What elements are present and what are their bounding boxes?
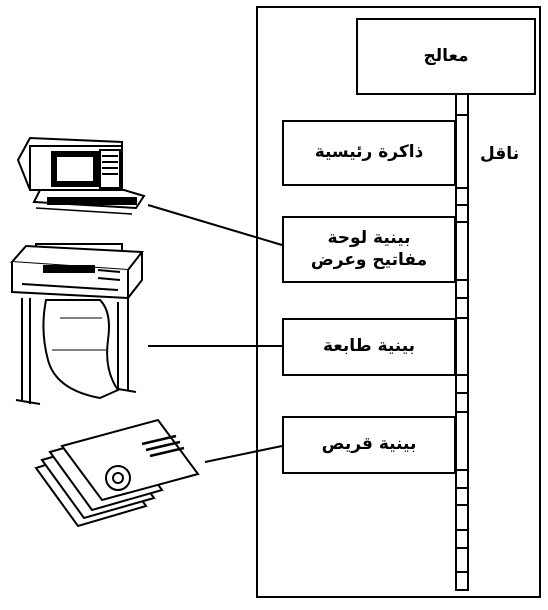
- bus-label: ناقل: [480, 144, 520, 164]
- computer-system-frame: [256, 6, 541, 598]
- keyboard-display-interface-line-1: بينية لوحة: [327, 228, 411, 249]
- device-connection-lines: [147, 204, 283, 463]
- printer-icon: [9, 243, 144, 405]
- printer-interface-label: بينية طابعة: [322, 336, 416, 357]
- disk-interface-box: بينية قريص: [282, 416, 456, 474]
- processor-box: معالج: [356, 18, 536, 95]
- disk-interface-label: بينية قريص: [321, 434, 417, 455]
- keyboard-display-interface-line-2: مفاتيح وعرض: [310, 249, 428, 270]
- keyboard-display-interface-box: بينية لوحة مفاتيح وعرض: [282, 216, 456, 283]
- main-memory-box: ذاكرة رئيسية: [282, 120, 456, 186]
- computer-terminal-icon: [16, 136, 146, 215]
- main-memory-label: ذاكرة رئيسية: [314, 142, 424, 163]
- floppy-disks-icon: [34, 418, 200, 528]
- processor-label: معالج: [423, 45, 469, 66]
- printer-interface-box: بينية طابعة: [282, 318, 456, 376]
- disk-connection-line: [204, 445, 283, 463]
- terminal-connection-line: [147, 204, 283, 246]
